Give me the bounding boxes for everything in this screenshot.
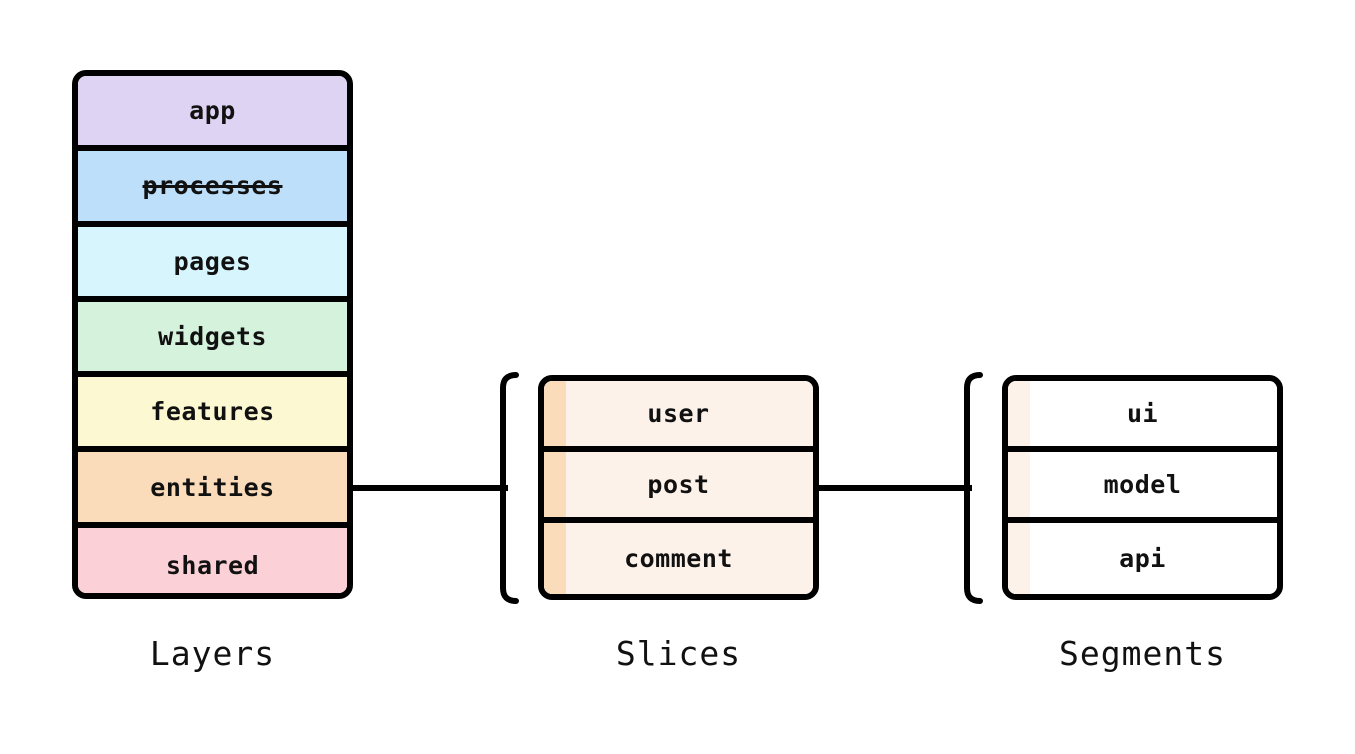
slice-label-comment: comment <box>624 544 733 573</box>
caption-layers: Layers <box>149 634 276 673</box>
row-stripe <box>544 381 566 446</box>
slice-label-user: user <box>647 399 710 428</box>
layer-label-app: app <box>189 96 236 126</box>
layer-row-processes[interactable]: processes <box>78 151 347 227</box>
slices-stack: user post comment <box>538 375 819 600</box>
connector-slices-to-segments <box>818 485 972 491</box>
layer-row-widgets[interactable]: widgets <box>78 301 347 378</box>
segments-stack: ui model api <box>1002 375 1283 600</box>
layer-row-entities[interactable]: entities <box>78 452 347 528</box>
slice-row-comment[interactable]: comment <box>544 523 813 594</box>
slice-row-user[interactable]: user <box>544 381 813 452</box>
layer-label-entities: entities <box>150 472 275 502</box>
layer-label-features: features <box>150 397 275 427</box>
row-stripe <box>1008 523 1030 594</box>
slice-label-post: post <box>647 470 710 499</box>
segment-label-model: model <box>1103 470 1182 499</box>
segment-label-ui: ui <box>1126 399 1159 428</box>
row-stripe <box>544 523 566 594</box>
layer-row-shared[interactable]: shared <box>78 527 347 593</box>
layers-stack: app processes pages widgets features ent… <box>72 70 353 599</box>
layer-label-shared: shared <box>165 550 260 580</box>
segment-row-model[interactable]: model <box>1008 452 1277 523</box>
segment-row-api[interactable]: api <box>1008 523 1277 594</box>
layer-row-app[interactable]: app <box>78 76 347 152</box>
segment-row-ui[interactable]: ui <box>1008 381 1277 452</box>
slice-row-post[interactable]: post <box>544 452 813 523</box>
caption-segments: Segments <box>1059 634 1226 673</box>
segment-label-api: api <box>1119 544 1166 573</box>
caption-slices: Slices <box>615 634 742 673</box>
layer-label-processes: processes <box>142 171 283 201</box>
layer-label-widgets: widgets <box>158 322 267 352</box>
bracket-slices-icon <box>500 372 519 604</box>
row-stripe <box>1008 452 1030 517</box>
row-stripe <box>544 452 566 517</box>
row-stripe <box>1008 381 1030 446</box>
layer-row-pages[interactable]: pages <box>78 226 347 302</box>
connector-layers-to-slices <box>352 485 508 491</box>
bracket-segments-icon <box>964 372 983 604</box>
layer-row-features[interactable]: features <box>78 377 347 453</box>
layer-label-pages: pages <box>173 246 252 276</box>
